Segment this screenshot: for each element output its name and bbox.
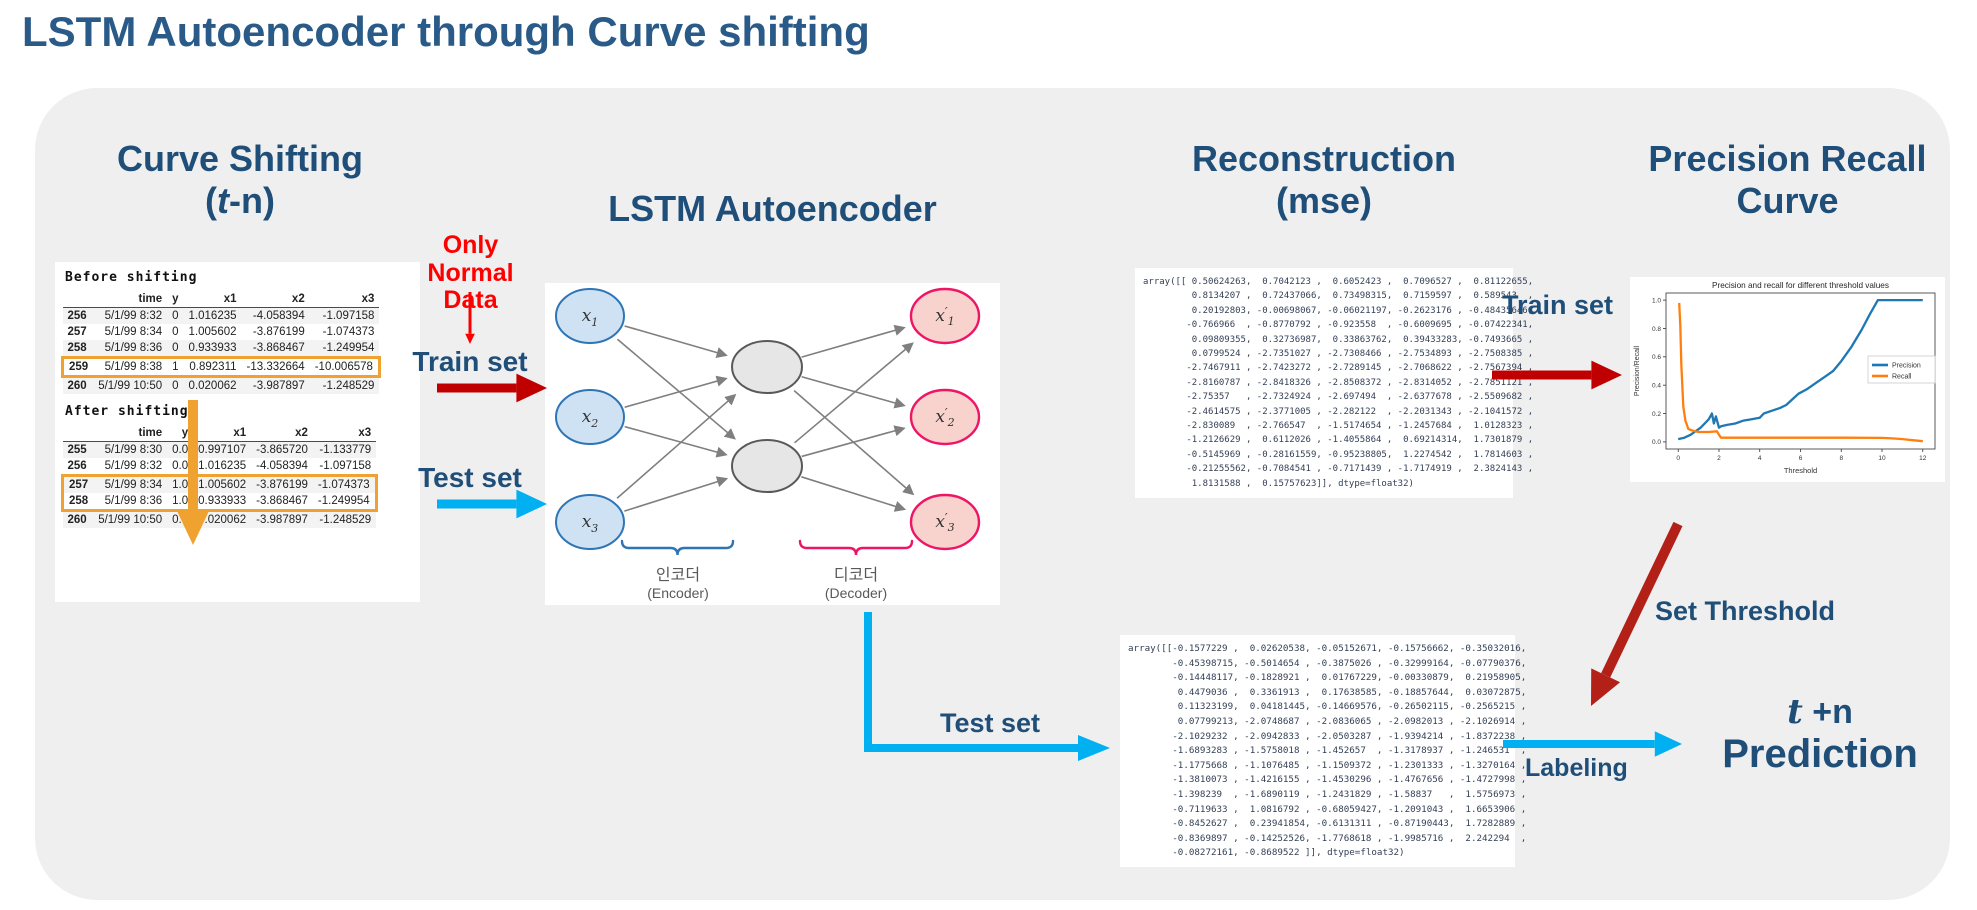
x-axis-label: Threshold [1784,466,1817,475]
input-node [555,389,625,445]
y-axis-label: Precision/Recall [1634,345,1641,396]
output-node [909,388,981,446]
test-array-box: array([[-0.1577229 , 0.02620538, -0.0515… [1120,635,1527,867]
hidden-node [731,439,803,493]
reconstruction-array-text: array([[ 0.50624263, 0.7042123 , 0.60524… [1143,277,1534,489]
train-set-right-label: Train set [1501,290,1614,320]
precision-line [1677,298,1923,441]
after-shifting-title: After shifting [65,404,189,419]
y-tick-label: 0.8 [1652,326,1661,333]
heading-reconstruction: Reconstruction(mse) [1191,138,1457,222]
prediction-label: t +n Prediction [1722,692,1918,776]
encoder-label-kr: 인코더 [656,566,700,584]
network-edge [624,476,729,512]
legend-entry: Precision [1892,362,1921,369]
network-edge [801,425,906,458]
network-edge [624,425,728,458]
x-tick-label: 12 [1919,455,1927,462]
encoder-label-en: (Encoder) [647,585,708,601]
x-tick-label: 0 [1676,455,1680,462]
y-tick-label: 0.0 [1652,439,1661,446]
input-node [555,494,625,550]
page-title: LSTM Autoencoder through Curve shifting [22,8,870,55]
hidden-node [731,340,803,394]
y-tick-label: 0.6 [1652,354,1661,361]
x-tick-label: 10 [1878,455,1886,462]
network-edge [801,375,906,409]
decoder-label-en: (Decoder) [825,585,887,601]
x-tick-label: 8 [1839,455,1843,462]
encoder-brace [620,539,735,556]
labeling-label: Labeling [1525,754,1628,782]
network-edge [616,393,737,499]
network-edge [616,338,736,440]
x-tick-label: 4 [1758,455,1762,462]
heading-lstm-autoencoder: LSTM Autoencoder [608,188,937,229]
decoder-brace [798,539,914,556]
y-tick-label: 0.2 [1652,411,1661,418]
decoder-label-kr: 디코더 [834,566,878,584]
recall-line [1678,302,1923,443]
network-edge [801,476,907,512]
heading-curve-shifting: Curve Shifting (t-n) [116,138,363,222]
chart-title: Precision and recall for different thres… [1712,281,1889,290]
test-array-text: array([[-0.1577229 , 0.02620538, -0.0515… [1128,643,1527,859]
set-threshold-label: Set Threshold [1655,596,1836,626]
x-tick-label: 2 [1717,455,1721,462]
network-edge [794,342,914,444]
pr-curve-plot-box: Precision and recall for different thres… [1630,277,1945,482]
network-edge [624,325,728,358]
input-node [555,288,625,344]
y-tick-label: 1.0 [1652,297,1661,304]
before-shifting-title: Before shifting [65,270,198,285]
train-set-left-label: Train set [412,346,528,377]
y-tick-label: 0.4 [1652,382,1661,389]
reconstruction-array-box: array([[ 0.50624263, 0.7042123 , 0.60524… [1135,268,1534,498]
x-tick-label: 6 [1799,455,1803,462]
pr-curve-svg: Precision and recall for different thres… [1630,277,1945,482]
test-set-bottom-label: Test set [939,708,1041,738]
output-node [909,287,981,345]
test-set-left-label: Test set [418,462,522,493]
network-edge [801,324,906,358]
network-edge [624,375,728,408]
output-node [909,493,981,551]
legend-entry: Recall [1892,373,1912,380]
